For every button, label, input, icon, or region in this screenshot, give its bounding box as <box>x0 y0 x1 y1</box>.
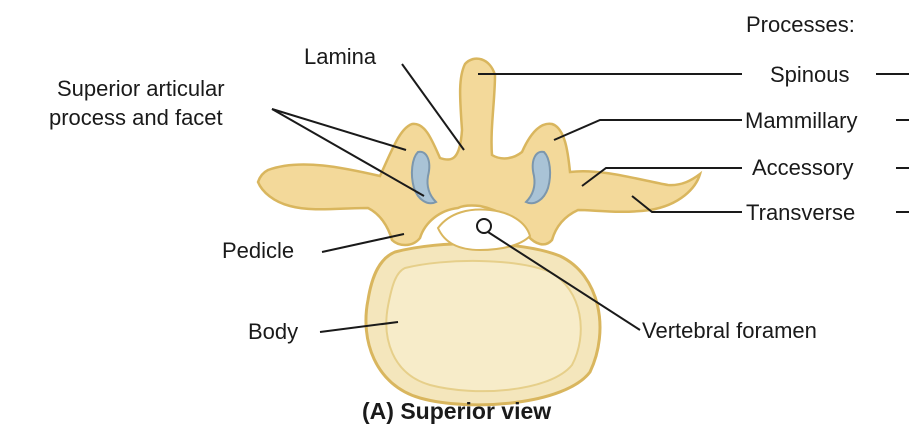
leader-foramen <box>487 231 641 331</box>
figure-caption: (A) Superior view <box>362 398 552 424</box>
label-accessory: Accessory <box>752 155 854 180</box>
label-mammillary: Mammillary <box>745 108 858 133</box>
vertebral-body-inner <box>385 259 582 393</box>
label-body: Body <box>248 319 299 344</box>
label-processes-heading: Processes: <box>746 12 855 37</box>
leader-accessory <box>581 167 742 187</box>
leader-superior-articular-b <box>271 108 425 197</box>
leader-lamina <box>401 63 465 151</box>
vertebral-arch <box>256 57 703 247</box>
leader-superior-articular-a <box>271 108 407 151</box>
label-vertebral-foramen: Vertebral foramen <box>642 318 817 343</box>
foramen-marker <box>476 218 492 234</box>
right-articular-facet <box>524 150 552 205</box>
leader-body <box>319 321 399 333</box>
leader-mammillary <box>553 119 742 141</box>
label-spinous: Spinous <box>770 62 850 87</box>
leader-transverse <box>631 195 742 213</box>
leader-pedicle <box>321 233 405 253</box>
left-articular-facet <box>410 150 438 205</box>
label-lamina: Lamina <box>304 44 377 69</box>
label-superior-articular-line2: process and facet <box>49 105 223 130</box>
label-superior-articular-line1: Superior articular <box>57 76 225 101</box>
label-pedicle: Pedicle <box>222 238 295 263</box>
label-transverse: Transverse <box>746 200 856 225</box>
